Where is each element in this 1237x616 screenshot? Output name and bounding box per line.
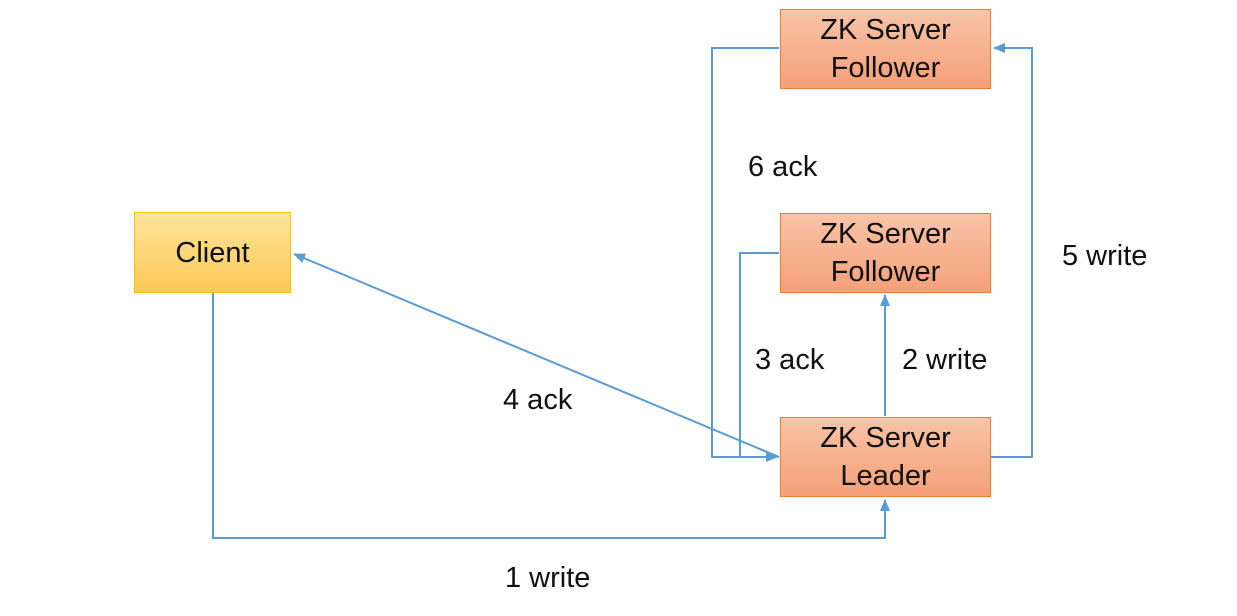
connector-3-ack [739,252,779,457]
edge-label-5-write: 5 write [1062,240,1148,272]
connector-4-ack-tail [759,448,780,458]
follower-top-line2: Follower [830,52,941,84]
connector-6-ack [711,47,779,462]
follower-node-top: ZK Server Follower [780,9,991,89]
leader-line2: Leader [840,460,931,492]
edge-label-6-ack: 6 ack [748,151,818,183]
follower-mid-line1: ZK Server [820,218,951,250]
edge-label-1-write: 1 write [505,562,591,594]
client-node: Client [134,212,291,293]
edge-label-4-ack: 4 ack [503,384,573,416]
follower-top-line1: ZK Server [820,14,951,46]
leader-node: ZK Server Leader [780,417,991,497]
edge-label-2-write: 2 write [902,344,988,376]
connector-4-ack [293,253,780,458]
connector-1-write [212,293,890,539]
leader-line1: ZK Server [820,422,951,454]
client-label: Client [175,236,250,269]
edge-label-3-ack: 3 ack [755,344,825,376]
connector-5-write [991,43,1033,458]
follower-node-middle: ZK Server Follower [780,213,991,293]
follower-mid-line2: Follower [830,256,941,288]
